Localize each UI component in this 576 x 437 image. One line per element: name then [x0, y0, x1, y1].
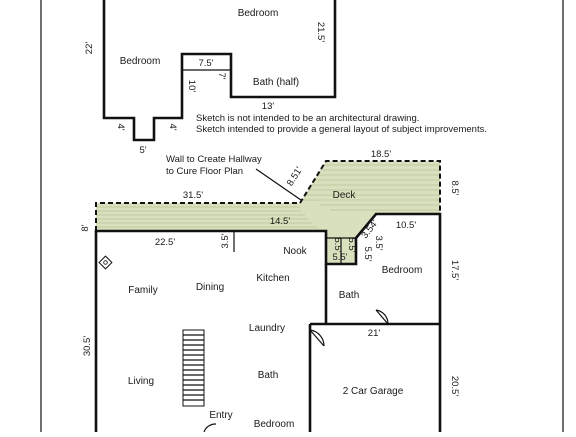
callout-line-2: to Cure Floor Plan: [166, 166, 243, 177]
dim-21: 21': [368, 328, 381, 339]
dim-7: 7': [216, 72, 227, 79]
fireplace-icon: [98, 255, 113, 270]
dim-20-5: 20.5': [449, 376, 460, 396]
note-line-2: Sketch intended to provide a general lay…: [196, 124, 487, 135]
dim-4-left: 4': [115, 123, 126, 130]
dim-7-5: 7.5': [198, 58, 213, 69]
door-leaf-garage: [309, 329, 325, 347]
dim-5-5-a: 5.5': [332, 237, 343, 252]
dim-10: 10': [186, 80, 197, 93]
dim-5: 5': [139, 145, 146, 156]
dim-4-right: 4': [167, 123, 178, 130]
room-garage: 2 Car Garage: [343, 386, 404, 397]
room-bedroom-top: Bedroom: [238, 8, 279, 19]
note-line-1: Sketch is not intended to be an architec…: [196, 113, 419, 124]
room-living: Living: [128, 376, 154, 387]
dim-21-5: 21.5': [315, 22, 326, 42]
dim-31-5: 31.5': [183, 190, 203, 201]
room-laundry: Laundry: [249, 323, 285, 334]
stairs: [182, 329, 205, 407]
dim-8-5: 8.5': [449, 180, 460, 195]
dim-5-5-c: 5.5': [332, 252, 347, 263]
room-bedroom-bottom: Bedroom: [254, 419, 295, 430]
room-bath-upper: Bath: [339, 290, 360, 301]
door-swing-bedroom: [375, 309, 389, 325]
main-floor: Deck Nook Family Dining Kitchen Bedroom …: [80, 149, 460, 433]
door-leaf-bedroom: [375, 309, 389, 325]
room-nook: Nook: [283, 246, 307, 257]
deck-outline: [95, 160, 441, 231]
dim-8: 8': [80, 224, 91, 231]
dim-30-5: 30.5': [82, 336, 93, 356]
room-bedroom-left: Bedroom: [120, 56, 161, 67]
door-swing-entry: [203, 423, 217, 433]
room-dining: Dining: [196, 282, 224, 293]
deck-boards: [96, 164, 440, 228]
room-bedroom-right: Bedroom: [382, 265, 423, 276]
callout-line-1: Wall to Create Hallway: [166, 154, 262, 165]
house-outline: [94, 212, 442, 432]
upper-floor-outline: [102, 0, 337, 142]
dim-10-5: 10.5': [396, 220, 416, 231]
room-deck: Deck: [333, 190, 357, 201]
room-bath-lower: Bath: [258, 370, 279, 381]
room-kitchen: Kitchen: [256, 273, 289, 284]
dim-18-5: 18.5': [371, 149, 391, 160]
dim-5-5-d: 5.5': [362, 246, 373, 261]
deck-area: [96, 161, 440, 264]
upper-floor: Bedroom Bedroom Bath (half) 22' 21.5' 7.…: [84, 0, 337, 156]
dim-8-51: 8.51': [285, 165, 305, 188]
door-swing-garage: [309, 329, 325, 347]
dim-22-5: 22.5': [155, 237, 175, 248]
room-entry: Entry: [209, 410, 232, 421]
room-family: Family: [128, 285, 157, 296]
dim-22: 22': [84, 42, 95, 55]
dim-3-5-b: 3.5': [373, 235, 384, 250]
dim-5-5-b: 5.5': [346, 237, 357, 252]
dim-3-5: 3.5': [220, 233, 231, 248]
dim-14-5: 14.5': [270, 216, 290, 227]
dim-17-5: 17.5': [449, 260, 460, 280]
room-bath-half: Bath (half): [253, 77, 299, 88]
dim-13: 13': [262, 101, 275, 112]
